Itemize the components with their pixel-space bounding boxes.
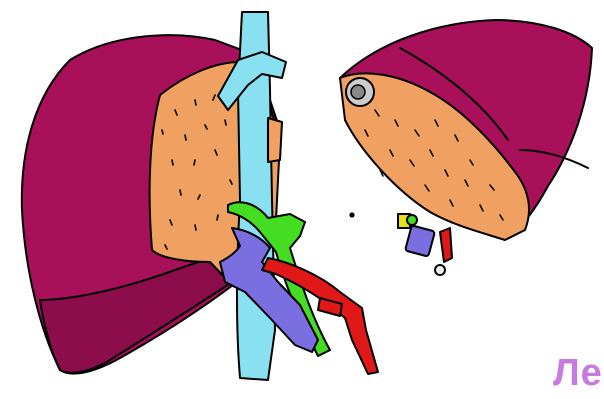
- caudate-process: [268, 118, 282, 162]
- artery-stump: [440, 228, 452, 262]
- bile-duct-marker: [407, 215, 417, 225]
- liver-segment-view: [340, 20, 592, 275]
- marker-dot: [350, 213, 353, 216]
- caption-label: Ле: [553, 352, 603, 395]
- ligament-stump: [435, 265, 445, 275]
- liver-posterior-view: [22, 12, 378, 380]
- portal-vein-stump: [405, 225, 435, 256]
- hepatic-vein-lumen: [351, 85, 365, 99]
